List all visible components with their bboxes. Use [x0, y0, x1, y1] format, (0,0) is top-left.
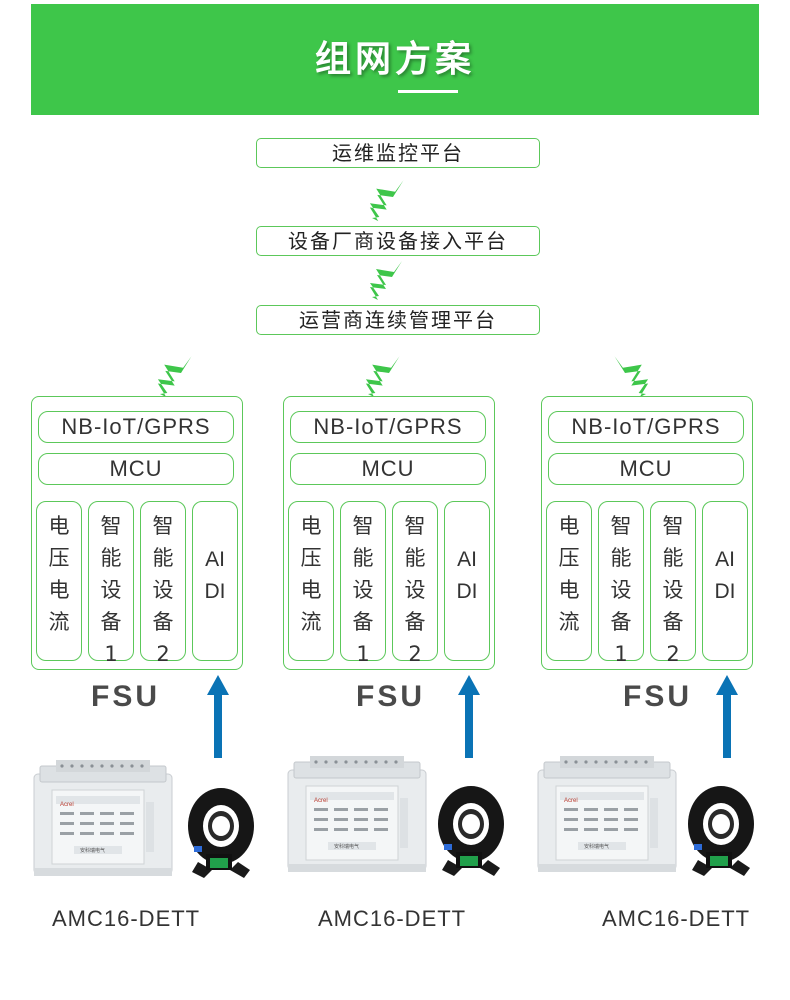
meter-maker-text: 安科瑞电气 — [584, 843, 609, 850]
device-label-3: AMC16-DETT — [602, 906, 751, 931]
current-transformer-image — [688, 786, 754, 876]
cell-smart-device-1: 智能设备1 — [340, 501, 386, 666]
up-arrow-icon — [458, 675, 480, 758]
amc16-meter-image — [33, 759, 173, 877]
fsu-box-1: NB-IoT/GPRS MCU 电压电流 智能设备1 智能设备2 AI DI — [31, 396, 243, 670]
device-label-2: AMC16-DETT — [318, 906, 467, 931]
cell-voltage-current: 电压电流 — [36, 501, 82, 661]
fsu-label-1: FSU — [91, 680, 160, 713]
cell-smart-device-2: 智能设备2 — [140, 501, 186, 666]
meter-maker-text: 安科瑞电气 — [334, 843, 359, 850]
cell-voltage-current: 电压电流 — [546, 501, 592, 661]
cell-smart-device-2: 智能设备2 — [392, 501, 438, 666]
fsu-label-2: FSU — [356, 680, 425, 713]
up-arrow-icon — [207, 675, 229, 758]
cell-smart-device-2: 智能设备2 — [650, 501, 696, 666]
platform-carrier-management: 运营商连续管理平台 — [256, 305, 540, 335]
banner-title: 组网方案 — [314, 39, 475, 80]
fsu-box-2: NB-IoT/GPRS MCU 电压电流 智能设备1 智能设备2 AI DI — [283, 396, 495, 670]
up-arrow-icon — [716, 675, 738, 758]
device-label-1: AMC16-DETT — [52, 906, 201, 931]
fsu-label-3: FSU — [623, 680, 692, 713]
meter-maker-text: 安科瑞电气 — [80, 847, 105, 854]
banner-underline — [398, 90, 458, 93]
cell-smart-device-1: 智能设备1 — [88, 501, 134, 666]
current-transformer-image — [438, 786, 504, 876]
mcu-module: MCU — [38, 453, 234, 485]
current-transformer-image — [188, 788, 254, 878]
comm-module: NB-IoT/GPRS — [290, 411, 486, 443]
cell-ai-di: AI DI — [444, 501, 490, 661]
comm-module: NB-IoT/GPRS — [38, 411, 234, 443]
cell-ai-di: AI DI — [192, 501, 238, 661]
comm-module: NB-IoT/GPRS — [548, 411, 744, 443]
cell-ai-di: AI DI — [702, 501, 748, 661]
amc16-meter-image — [537, 755, 677, 873]
cell-voltage-current: 电压电流 — [288, 501, 334, 661]
mcu-module: MCU — [290, 453, 486, 485]
meter-brand-logo: Acrel — [314, 798, 328, 804]
meter-brand-logo: Acrel — [564, 798, 578, 804]
amc16-meter-image — [287, 755, 427, 873]
cell-smart-device-1: 智能设备1 — [598, 501, 644, 666]
platform-ops-monitoring: 运维监控平台 — [256, 138, 540, 168]
fsu-box-3: NB-IoT/GPRS MCU 电压电流 智能设备1 智能设备2 AI DI — [541, 396, 753, 670]
mcu-module: MCU — [548, 453, 744, 485]
meter-brand-logo: Acrel — [60, 802, 74, 808]
header-banner: 组网方案 — [31, 4, 759, 115]
platform-vendor-access: 设备厂商设备接入平台 — [256, 226, 540, 256]
